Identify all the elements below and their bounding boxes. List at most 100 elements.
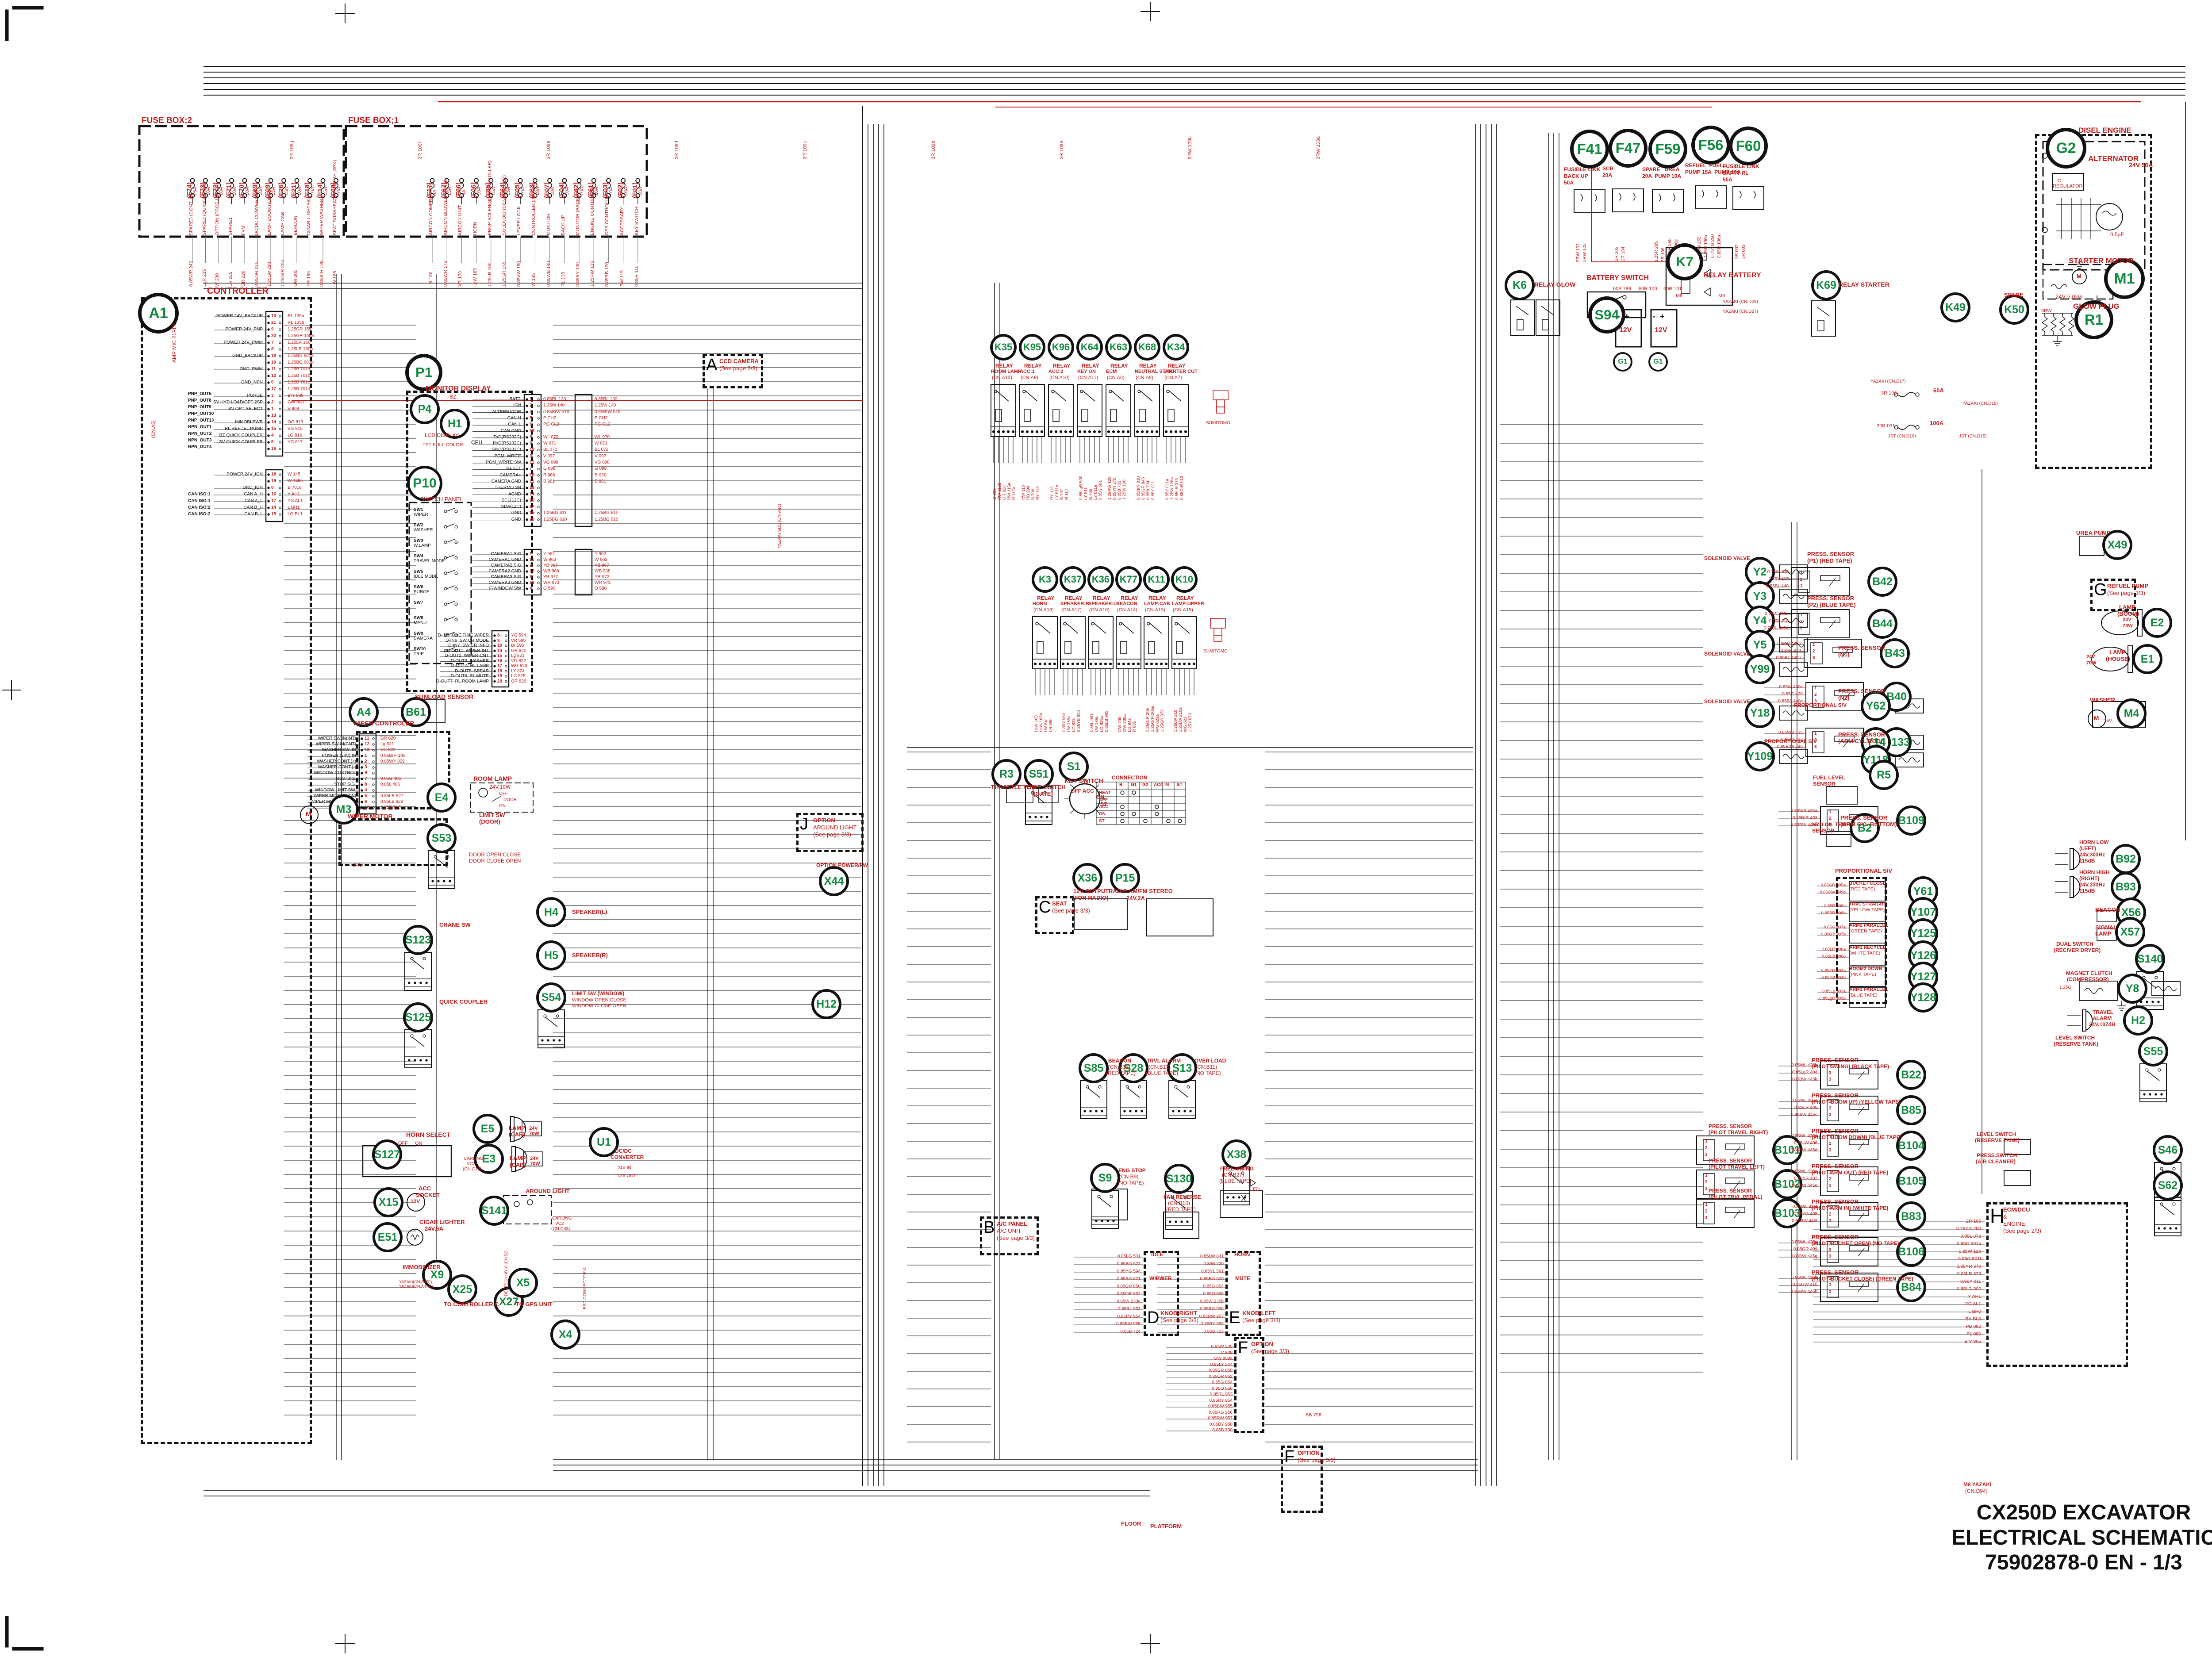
wire-label: 1.25GrR 205 (1145, 708, 1150, 732)
glyph-circle (1189, 1110, 1192, 1112)
pin-number: 7 (530, 466, 532, 472)
wire (446, 570, 455, 574)
label: (CN.A8) (1136, 375, 1153, 380)
glyph-circle (505, 675, 507, 678)
glyph-path (268, 182, 273, 194)
wire (1829, 578, 1836, 587)
label: (CAB) (509, 1131, 525, 1138)
wire-label: V 097 (595, 453, 607, 459)
glyph-circle (537, 587, 540, 590)
label: PLATFORM (1150, 1523, 1182, 1530)
wire-label: P CH2 (543, 415, 557, 421)
glyph-path (606, 182, 611, 194)
wire-label: 0.85G 485 (380, 776, 401, 781)
box-line: OPTION (1251, 1341, 1273, 1347)
wire-label: 0.85WL 435e (1791, 1169, 1817, 1174)
motor-m: M (2077, 273, 2081, 280)
pin-number: 1 (1829, 1276, 1832, 1281)
wire-label: 5R 002 (1735, 244, 1740, 259)
label: (PILOT BUCKET CLOSE) (GREEN TAPE) (1812, 1276, 1913, 1282)
label: RELAY BATTERY (1703, 272, 1761, 279)
sw-name: TRIP (414, 652, 424, 656)
label: HORN (1033, 601, 1047, 606)
label: FREE SWING (1220, 1166, 1254, 1172)
glyph-rect (408, 502, 472, 664)
knob-right-wire: 0.85RL 953 (1118, 1307, 1141, 1312)
wire-label: Lg 821 (511, 653, 525, 658)
glyph-circle (1137, 662, 1140, 666)
wire-label: 0.85BW 445d (1790, 1148, 1817, 1153)
sw-id: SW1 (414, 507, 423, 512)
pin-number: 10 (365, 805, 370, 810)
glyph-circle (1178, 662, 1181, 666)
psv-label: ARM2 PARALLEL (1849, 923, 1888, 928)
fuse-label: AIRCON UNIT (457, 205, 463, 235)
label: (GATE) (1033, 790, 1053, 797)
pin-number: 3 (1829, 1254, 1832, 1259)
wiper-controller-box (356, 731, 450, 809)
pin-number: 4 (365, 788, 367, 793)
glyph-circle (454, 541, 458, 544)
signal-label: AGND (508, 491, 521, 497)
glyph-circle (279, 335, 281, 338)
sw-name: W.LAMP (414, 543, 431, 548)
glyph-circle (1089, 1110, 1092, 1112)
wire-label: 0.85R 419 (1780, 648, 1801, 653)
wire-label: 0.85YR 370 (1112, 477, 1117, 500)
label: OPTION POWER/FW (816, 862, 868, 868)
output-label: PNP_OUT5 (188, 391, 211, 396)
glyph-rect (1037, 641, 1044, 654)
glyph-circle (526, 423, 528, 426)
pin-number: 18 (497, 668, 503, 674)
wire-label: W 071 (543, 441, 556, 446)
pin-number: 12 (365, 742, 370, 747)
signal-label: POWER 24V_PWM (223, 340, 263, 345)
glyph-circle (526, 468, 528, 471)
glyph-circle (1174, 1085, 1178, 1089)
wire-label: 5RW 102 (1582, 243, 1587, 262)
glyph-rect (1006, 785, 1033, 803)
label: HORN LOW (2079, 839, 2109, 845)
glyph-circle (408, 1059, 411, 1062)
glyph-path (1782, 618, 1805, 623)
component-B104: B104 (1896, 1131, 1926, 1161)
glyph-circle (478, 788, 488, 798)
acc-12v: 12V (411, 1198, 420, 1204)
label: (CN.B12) (1108, 1064, 1131, 1070)
wire-label: 0.85BrW 516 (595, 409, 621, 414)
component-K95: K95 (1019, 334, 1045, 361)
signal-label: GND (511, 510, 521, 516)
pin-number: 4 (530, 586, 532, 591)
glyph-circle (294, 178, 300, 183)
signal-label: D-IN7 SW CR INFO (448, 643, 489, 648)
component-S62: S62 (2153, 1170, 2183, 1201)
label: DC/DC (615, 1148, 632, 1154)
glyph-circle (1098, 430, 1101, 433)
label: PROPORTIONAL S/V (1764, 738, 1817, 744)
label: ROOM LAMP (991, 369, 1022, 374)
wire-label: WL 070 (543, 434, 559, 440)
fuse-label: PROP-SOLENOID (CONTROLLER) (487, 160, 492, 235)
output-label: PNP_OUT10 (188, 411, 214, 416)
lamp-rating: 70W (530, 1161, 540, 1166)
glyph-circle (1112, 430, 1115, 433)
glyph-circle (2146, 1001, 2148, 1003)
glyph-rect (1827, 1170, 1839, 1192)
label: PRESS. SENSOR (1807, 551, 1855, 557)
label: PRESS. SENSOR (1812, 1128, 1859, 1134)
glyph-path (635, 182, 641, 194)
glyph-rect (138, 125, 345, 238)
output-label: PNP_OUT13 (188, 418, 214, 423)
wire-label: 0.85LR 827 (380, 794, 403, 798)
pin-number: 2 (1705, 1146, 1708, 1151)
wire-label: 0.85R 908a (1824, 904, 1846, 909)
glyph-circle (267, 341, 270, 344)
wire-label: 0.85GrR 012 (1179, 476, 1184, 500)
component-A1: A1 (138, 293, 179, 334)
label: (CN.A16) (1089, 607, 1110, 613)
wire-label: YG 817 (288, 440, 303, 445)
fuse-label: MONITOR (545, 213, 551, 235)
wire-label: Lg 821 (380, 742, 394, 747)
glyph-circle (1169, 1220, 1171, 1223)
signal-label: PGM_WRITE SW (486, 460, 521, 465)
